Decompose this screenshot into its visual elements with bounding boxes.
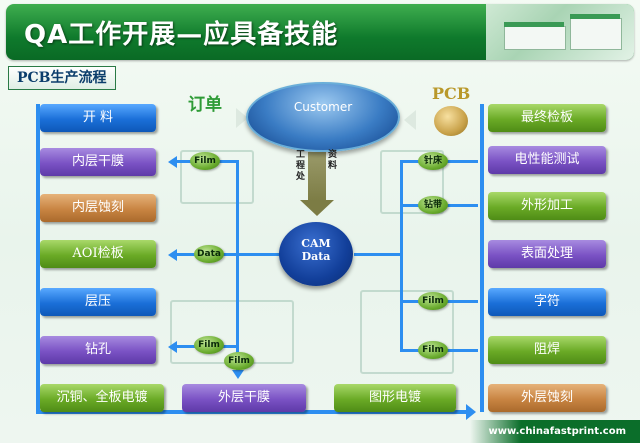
- step-drilling: 钻孔: [40, 336, 156, 364]
- connector-film-mask: Film: [418, 341, 448, 359]
- right-tree-trunk: [400, 160, 403, 352]
- branch-cam-right: [354, 253, 402, 256]
- arrow-pcb-to-customer: [404, 110, 416, 130]
- arrow-head: [168, 249, 177, 261]
- arrow-order-to-customer: [236, 108, 248, 128]
- slide-title: QA工作开展—应具备技能: [24, 20, 339, 50]
- customer-node: Customer: [246, 82, 400, 152]
- cam-line2: Data: [301, 250, 331, 263]
- step-pth-panel-plating: 沉铜、全板电镀: [40, 384, 164, 412]
- arrow-to-bottom-right: [466, 404, 476, 420]
- step-cutting: 开 料: [40, 104, 156, 132]
- step-final-inspection: 最终检板: [488, 104, 606, 132]
- connector-needle: 针床: [418, 152, 448, 170]
- pcb-trace-decoration: [360, 290, 454, 374]
- pcb-trace-decoration: [380, 150, 444, 214]
- connector-film-outer: Film: [224, 352, 254, 370]
- arrow-customer-to-cam: [308, 152, 326, 202]
- step-legend-printing: 字符: [488, 288, 606, 316]
- connector-film-drill: Film: [194, 336, 224, 354]
- step-solder-mask: 阻焊: [488, 336, 606, 364]
- step-outer-etching: 外层蚀刻: [488, 384, 606, 412]
- pcb-ball-icon: [434, 106, 468, 136]
- pcb-label: PCB: [432, 84, 471, 103]
- bottom-flow-line: [36, 410, 468, 414]
- footer-bar: [470, 420, 640, 443]
- vertical-label-engineering: 工程处: [296, 150, 306, 182]
- connector-film-inner: Film: [190, 152, 220, 170]
- arrow-head: [168, 341, 177, 353]
- cam-line1: CAM: [301, 237, 331, 250]
- order-label: 订单: [188, 95, 222, 115]
- step-profiling: 外形加工: [488, 192, 606, 220]
- right-flow-line: [480, 104, 484, 412]
- step-inner-dryfilm: 内层干膜: [40, 148, 156, 176]
- header-banner: QA工作开展—应具备技能: [6, 4, 634, 60]
- step-inner-etching: 内层蚀刻: [40, 194, 156, 222]
- left-tree-trunk: [236, 160, 239, 370]
- connector-drill-tape: 钻带: [418, 196, 448, 214]
- cam-data-node: CAM Data: [279, 222, 353, 286]
- factory-photo: [486, 4, 634, 60]
- step-pattern-plating: 图形电镀: [334, 384, 456, 412]
- vertical-label-data: 资料: [328, 150, 338, 171]
- arrow-head: [168, 156, 177, 168]
- step-lamination: 层压: [40, 288, 156, 316]
- step-electrical-test: 电性能测试: [488, 146, 606, 174]
- section-label: PCB生产流程: [8, 66, 116, 90]
- step-surface-finish: 表面处理: [488, 240, 606, 268]
- customer-label: Customer: [293, 100, 353, 114]
- arrow-head: [232, 370, 244, 379]
- left-flow-line: [36, 104, 40, 412]
- footer-website: www.chinafastprint.com: [488, 426, 626, 437]
- pcb-trace-decoration: [180, 150, 254, 204]
- connector-film-char: Film: [418, 292, 448, 310]
- arrow-customer-to-cam-head: [300, 200, 334, 216]
- step-aoi-inspection: AOI检板: [40, 240, 156, 268]
- step-outer-dryfilm: 外层干膜: [182, 384, 306, 412]
- connector-data-aoi: Data: [194, 245, 224, 263]
- branch-cam-left: [238, 253, 280, 256]
